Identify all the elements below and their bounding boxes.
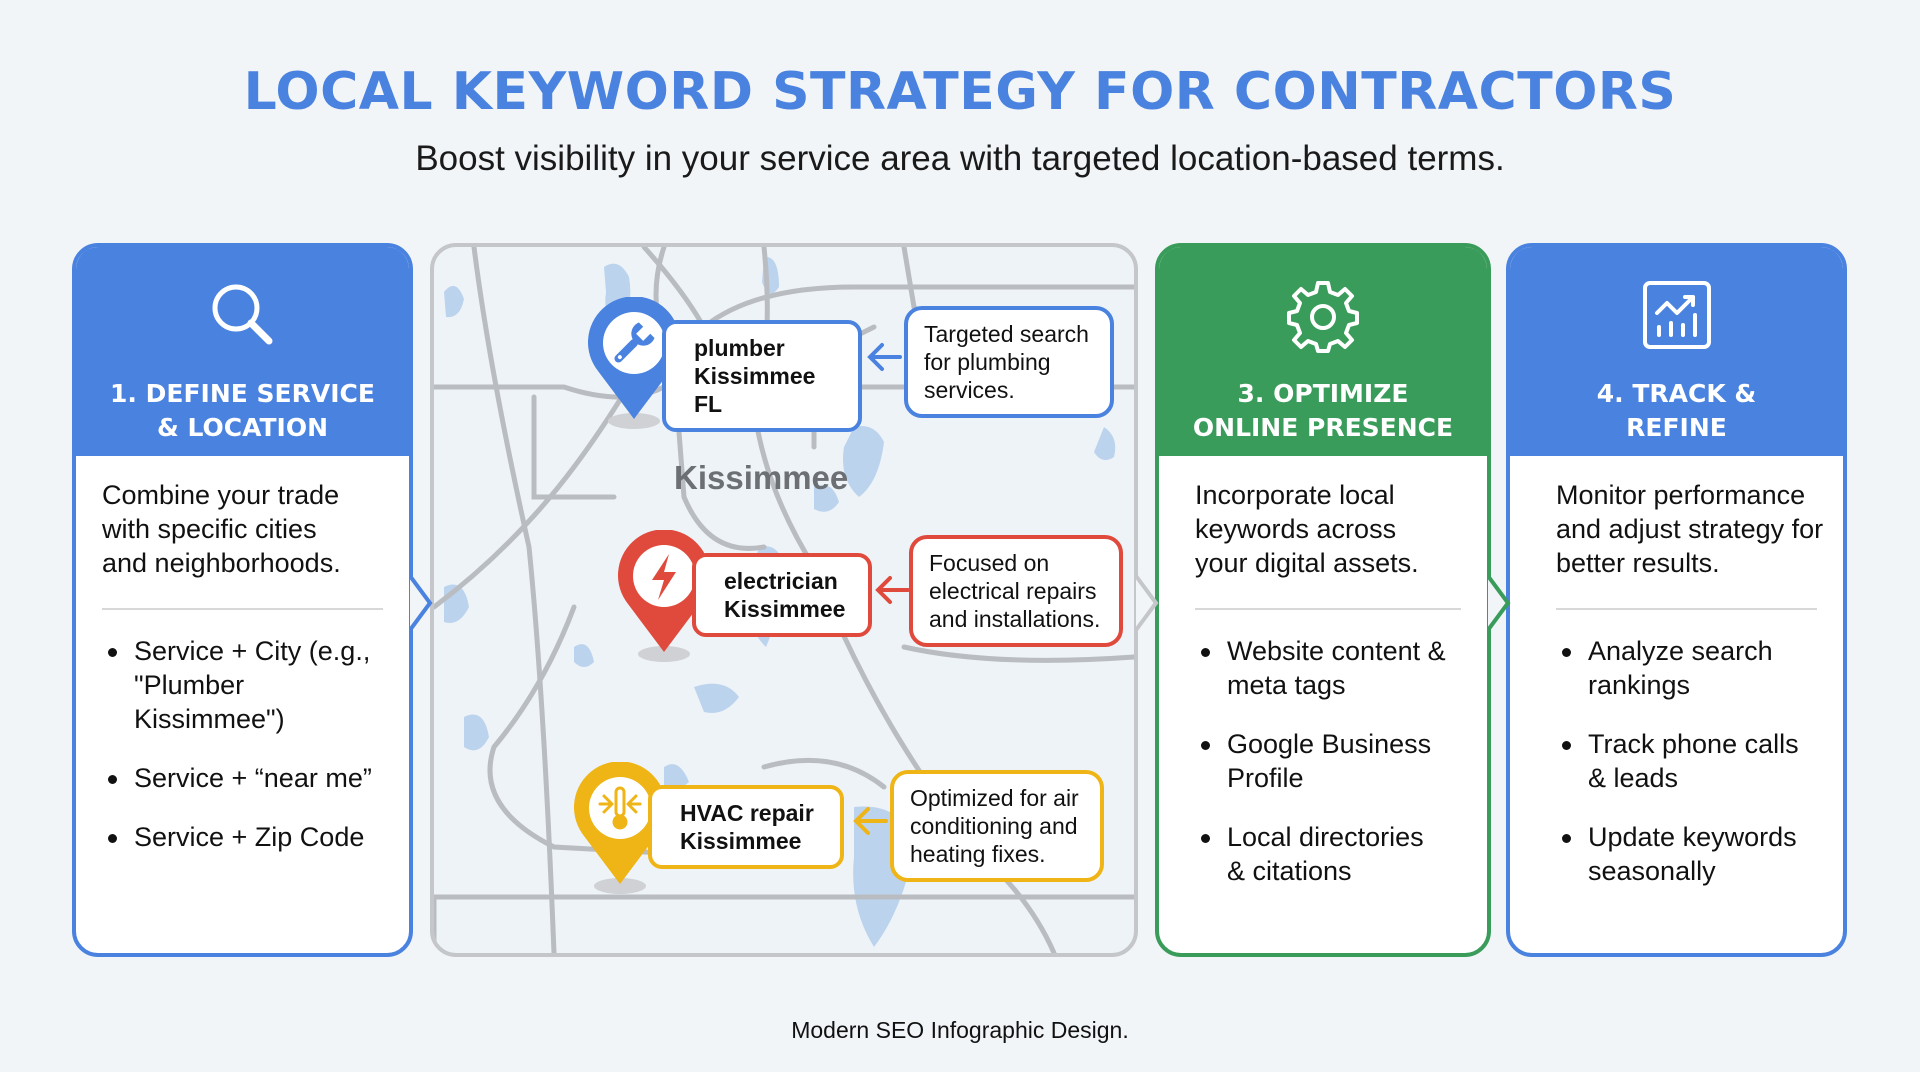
- keyword-line: HVAC repair: [680, 800, 814, 826]
- list-item: Service + City (e.g., "Plumber Kissimmee…: [102, 634, 372, 736]
- bullet-list: Analyze search rankings Track phone call…: [1556, 634, 1817, 888]
- gear-icon: [1287, 281, 1359, 353]
- arrow-left-icon: [867, 343, 902, 371]
- wrench-icon: [614, 322, 655, 363]
- thermometer-snowflake-icon: [598, 786, 642, 830]
- callout-electrician: Focused on electrical repairs and instal…: [909, 535, 1123, 647]
- step-title-line: ONLINE PRESENCE: [1192, 413, 1454, 442]
- step-title: 3. OPTIMIZE ONLINE PRESENCE: [1193, 377, 1453, 445]
- map-panel: Kissimmee plumber Kissimmee FL Targeted …: [430, 243, 1138, 957]
- arrow-left-icon: [853, 807, 888, 835]
- bullet-list: Website content & meta tags Google Busin…: [1195, 634, 1461, 888]
- step-title-line: 3. OPTIMIZE: [1237, 379, 1409, 408]
- step-title: 1. DEFINE SERVICE & LOCATION: [110, 377, 375, 445]
- step-card-body: Combine your trade with specific cities …: [76, 456, 409, 854]
- step-card-optimize: 3. OPTIMIZE ONLINE PRESENCE Incorporate …: [1155, 243, 1491, 957]
- step-title-line: REFINE: [1626, 413, 1727, 442]
- keyword-line: Kissimmee: [724, 596, 846, 622]
- keyword-line: Kissimmee: [680, 828, 802, 854]
- list-item: Track phone calls & leads: [1556, 727, 1816, 795]
- chevron-right-icon: [1488, 568, 1511, 638]
- step-card-header: 4. TRACK & REFINE: [1510, 247, 1843, 456]
- step-card-body: Monitor performance and adjust strategy …: [1510, 456, 1843, 888]
- list-item: Google Business Profile: [1195, 727, 1435, 795]
- step-intro: Incorporate local keywords across your d…: [1195, 480, 1419, 578]
- keyword-label-hvac: HVAC repair Kissimmee: [648, 785, 844, 869]
- divider: [1195, 608, 1461, 610]
- keyword-label-electrician: electrician Kissimmee: [692, 553, 872, 637]
- list-item: Website content & meta tags: [1195, 634, 1455, 702]
- map-pin-hvac[interactable]: [570, 762, 670, 897]
- keyword-label-plumber: plumber Kissimmee FL: [662, 320, 862, 432]
- divider: [1556, 608, 1817, 610]
- page-title: LOCAL KEYWORD STRATEGY FOR CONTRACTORS: [243, 62, 1677, 122]
- map-pin-electrician[interactable]: [614, 530, 714, 665]
- chart-growth-icon: [1642, 281, 1711, 349]
- bullet-list: Service + City (e.g., "Plumber Kissimmee…: [102, 634, 383, 854]
- step-title-line: & LOCATION: [156, 413, 329, 442]
- step-card-track: 4. TRACK & REFINE Monitor performance an…: [1506, 243, 1847, 957]
- keyword-line: plumber: [694, 335, 785, 361]
- chevron-right-icon: [1136, 568, 1159, 638]
- step-intro: Monitor performance and adjust strategy …: [1556, 480, 1824, 578]
- map-city-label: Kissimmee: [674, 459, 849, 496]
- callout-plumber: Targeted search for plumbing services.: [904, 306, 1114, 418]
- keyword-line: Kissimmee FL: [694, 363, 816, 417]
- step-intro: Combine your trade with specific cities …: [102, 480, 341, 578]
- chevron-right-icon: [410, 568, 433, 638]
- step-card-define: 1. DEFINE SERVICE & LOCATION Combine you…: [72, 243, 413, 957]
- step-title-line: 4. TRACK &: [1596, 379, 1757, 408]
- list-item: Analyze search rankings: [1556, 634, 1786, 702]
- step-title-line: 1. DEFINE SERVICE: [110, 379, 375, 408]
- list-item: Service + Zip Code: [102, 820, 383, 854]
- list-item: Update keywords seasonally: [1556, 820, 1806, 888]
- step-card-header: 1. DEFINE SERVICE & LOCATION: [76, 247, 409, 456]
- step-card-header: 3. OPTIMIZE ONLINE PRESENCE: [1159, 247, 1487, 456]
- search-icon: [212, 284, 272, 345]
- arrow-left-icon: [875, 576, 910, 604]
- list-item: Local directories & citations: [1195, 820, 1435, 888]
- keyword-line: electrician: [724, 568, 838, 594]
- map-pin-plumber[interactable]: [584, 297, 684, 432]
- callout-hvac: Optimized for air conditioning and heati…: [890, 770, 1104, 882]
- list-item: Service + “near me”: [102, 761, 383, 795]
- step-card-body: Incorporate local keywords across your d…: [1159, 456, 1487, 888]
- lightning-icon: [652, 554, 676, 600]
- step-title: 4. TRACK & REFINE: [1597, 377, 1756, 445]
- footer-caption: Modern SEO Infographic Design.: [791, 1017, 1129, 1043]
- divider: [102, 608, 383, 610]
- page-subtitle: Boost visibility in your service area wi…: [415, 139, 1505, 178]
